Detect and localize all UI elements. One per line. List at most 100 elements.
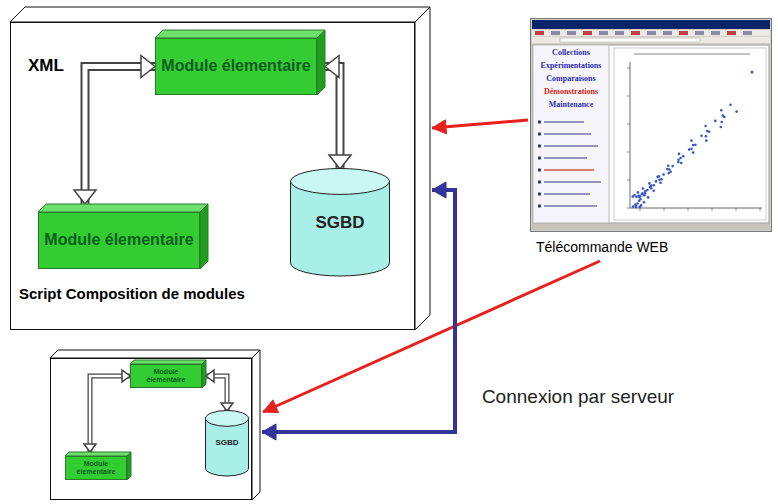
bullet <box>538 193 541 196</box>
scatter-dot <box>636 202 639 205</box>
scatter-dot <box>720 121 723 124</box>
arrow-head <box>262 424 276 440</box>
module-box: Module élementaire <box>130 364 202 388</box>
scatter-dot <box>735 110 738 113</box>
bullet <box>538 157 541 160</box>
hollow-arrow <box>325 56 351 170</box>
scatter-dot <box>637 194 640 197</box>
scatter-dot <box>633 194 636 197</box>
scatter-dot <box>643 194 646 197</box>
scatter-dot <box>642 187 645 190</box>
arrow-head <box>84 444 96 452</box>
toolbar-icon <box>599 31 608 35</box>
tool-bar <box>532 30 770 36</box>
scatter-dot <box>662 173 665 176</box>
hollow-arrow <box>84 370 130 452</box>
module-label: Module élementaire <box>72 460 120 477</box>
toolbar-icon <box>567 31 576 35</box>
link-line <box>544 169 594 171</box>
cylinder-top <box>206 411 249 427</box>
chart-tick <box>712 208 713 211</box>
toolbar-icon <box>551 31 560 35</box>
scatter-dot <box>634 203 637 206</box>
box-top-face <box>38 204 208 212</box>
toolbar-icon <box>663 31 672 35</box>
box-side-face <box>127 452 131 480</box>
menu-panel <box>533 45 609 223</box>
chart-tick <box>688 208 689 211</box>
scatter-dot <box>720 126 723 129</box>
scatter-dot <box>635 206 638 209</box>
toolbar-icon <box>679 31 688 35</box>
scatter-dot <box>666 168 669 171</box>
box-side-face <box>415 7 430 330</box>
scatter-dot <box>632 205 635 208</box>
scatter-dot <box>700 135 703 138</box>
module-label: Module élementaire <box>142 368 190 385</box>
scatter-dot <box>677 158 680 161</box>
scatter-dot <box>635 196 638 199</box>
menu-item: Collections <box>533 48 609 58</box>
database-cylinder-node: SGBD <box>290 168 390 276</box>
scatter-dot <box>680 162 683 165</box>
arrow-head <box>221 403 233 411</box>
menu-item: Expérimentations <box>533 61 609 71</box>
box-top-face <box>10 7 430 22</box>
scatter-dot <box>705 135 708 138</box>
scatter-dot <box>637 191 640 194</box>
scatter-dot <box>704 125 707 128</box>
scatter-dot <box>647 196 650 199</box>
chart-title-line <box>634 53 750 54</box>
link-line <box>544 193 590 195</box>
connector-inner <box>90 376 130 452</box>
status-bar <box>532 224 770 230</box>
toolbar-icon <box>695 31 704 35</box>
bullet <box>538 181 541 184</box>
database-cylinder-node: SGBD <box>205 410 249 476</box>
chart-area <box>614 48 766 220</box>
scatter-dot <box>650 187 653 190</box>
scatter-dot <box>646 189 649 192</box>
module-box: Module élementaire <box>38 212 200 269</box>
link-line <box>544 121 584 123</box>
toolbar-icon <box>743 31 752 35</box>
scatter-dot <box>692 151 695 154</box>
scatter-dot <box>659 181 662 184</box>
scatter-dot <box>677 161 680 164</box>
arrow-head <box>122 370 130 382</box>
chart-axis <box>630 208 762 209</box>
scatter-dot <box>678 153 681 156</box>
address-bar <box>532 37 770 43</box>
chart-tick <box>664 208 665 211</box>
title-bar <box>532 20 770 29</box>
content-area <box>533 45 769 223</box>
input-label: XML <box>28 56 64 76</box>
chart-tick <box>760 208 761 211</box>
chart-tick <box>627 68 630 69</box>
link-line <box>544 157 587 159</box>
database-label: SGBD <box>315 213 364 233</box>
scatter-dot <box>751 71 754 74</box>
address-field <box>560 38 700 42</box>
scatter-dot <box>644 192 647 195</box>
scatter-dot <box>653 184 656 187</box>
arrow-head <box>325 56 339 78</box>
container-box: Script Composition de modules Module élem… <box>10 22 415 330</box>
connector-line <box>90 376 130 452</box>
toolbar-icon <box>535 31 544 35</box>
container-box: Module élementaireModule élementaireSGBD <box>50 358 252 500</box>
container-label: Script Composition de modules <box>19 285 245 303</box>
arrow-head <box>263 400 279 413</box>
scatter-dot <box>643 201 646 204</box>
box-side-face <box>317 30 325 95</box>
chart-tick <box>627 124 630 125</box>
box-top-face <box>50 350 260 358</box>
scatter-dot <box>648 182 651 185</box>
arrow-head <box>329 155 351 169</box>
arrow-head <box>432 182 446 198</box>
bullet <box>538 169 541 172</box>
toolbar-icon <box>647 31 656 35</box>
connector-inner <box>85 67 155 205</box>
module-box: Module élementaire <box>155 38 317 95</box>
